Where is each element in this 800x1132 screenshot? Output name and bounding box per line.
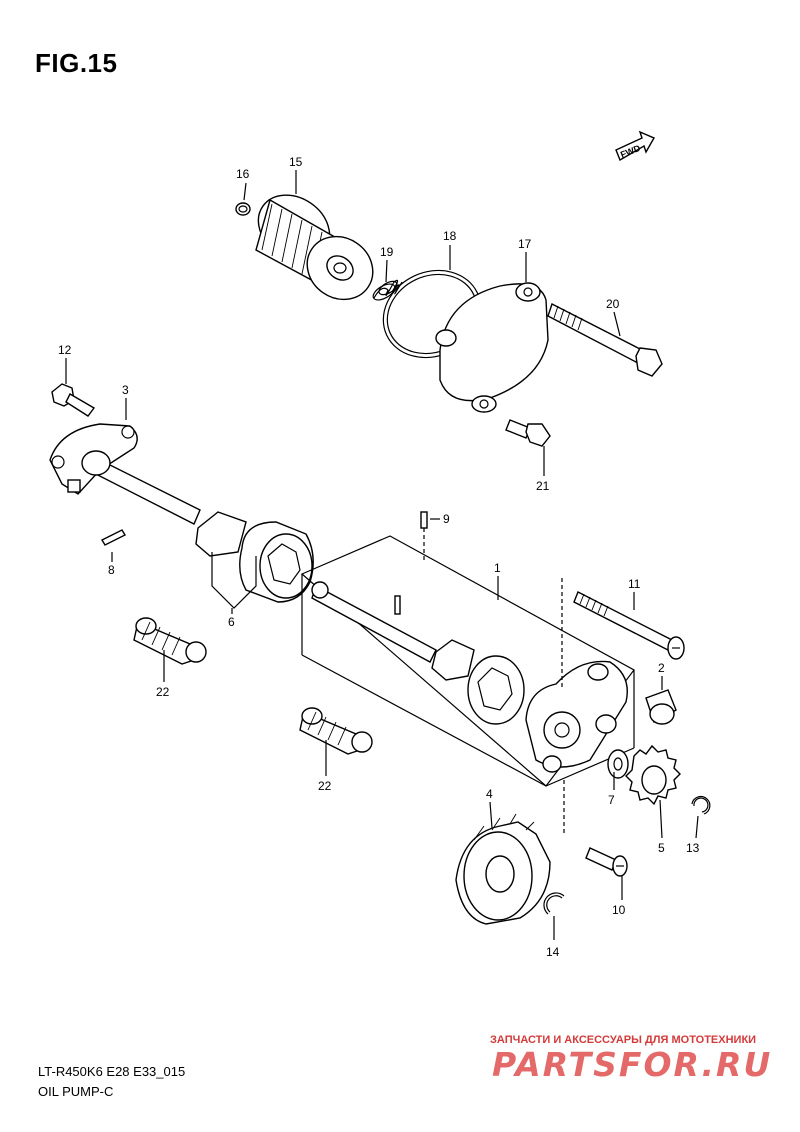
callout-17: 17 <box>518 237 532 251</box>
part-22-dowel-pin-a <box>133 617 207 665</box>
section-name: OIL PUMP-C <box>38 1084 114 1099</box>
part-19-spring <box>372 279 403 301</box>
leader-lines <box>65 170 699 940</box>
callout-1: 1 <box>494 561 501 575</box>
part-5-gear <box>625 744 681 806</box>
part-3-pump-shaft <box>49 423 201 525</box>
part-2-collar <box>645 689 677 725</box>
figure-title: FIG.15 <box>35 48 118 78</box>
watermark-caption: ЗАПЧАСТИ И АКСЕССУАРЫ ДЛЯ МОТОТЕХНИКИ <box>490 1034 757 1046</box>
callout-13: 13 <box>686 841 700 855</box>
part-4-driven-gear <box>455 813 551 925</box>
part-9-pin <box>394 511 428 615</box>
callout-8: 8 <box>108 563 115 577</box>
part-6-rotor-set <box>195 511 314 603</box>
part-14-circlip <box>543 892 565 915</box>
part-12-bolt <box>51 383 96 417</box>
callout-7: 7 <box>608 793 615 807</box>
callout-3: 3 <box>122 383 129 397</box>
callout-11: 11 <box>628 577 641 591</box>
part-16-o-ring <box>235 202 251 216</box>
callout-10: 10 <box>612 903 626 917</box>
callout-14: 14 <box>546 945 560 959</box>
part-21-bolt <box>505 419 551 447</box>
callout-21: 21 <box>536 479 550 493</box>
callout-2: 2 <box>658 661 665 675</box>
part-7-washer <box>607 749 629 779</box>
callout-22-b: 22 <box>318 779 332 793</box>
callout-20: 20 <box>606 297 620 311</box>
callout-16: 16 <box>236 167 250 181</box>
callout-15: 15 <box>289 155 303 169</box>
fwd-arrow-icon: FWD <box>615 130 655 162</box>
watermark-logo: PARTSFOR.RU <box>492 1045 773 1084</box>
model-code: LT-R450K6 E28 E33_015 <box>38 1064 186 1079</box>
part-1-oil-pump-assembly <box>300 535 635 787</box>
callout-6: 6 <box>228 615 235 629</box>
callout-4: 4 <box>486 787 493 801</box>
callout-9: 9 <box>443 512 450 526</box>
part-13-circlip <box>691 796 711 815</box>
part-8-pin <box>101 529 126 546</box>
fwd-label: FWD <box>619 143 642 160</box>
callout-18: 18 <box>443 229 457 243</box>
part-15-oil-filter <box>255 194 374 301</box>
part-17-filter-cap <box>435 282 549 413</box>
part-10-screw <box>585 847 628 877</box>
part-20-bolt <box>547 303 663 377</box>
callout-5: 5 <box>658 841 665 855</box>
callout-19: 19 <box>380 245 394 259</box>
part-22-dowel-pin-b <box>299 707 373 755</box>
callout-12: 12 <box>58 343 72 357</box>
callout-labels: 16 15 19 18 17 20 12 3 9 21 8 1 11 6 2 2… <box>58 155 700 959</box>
part-11-screw <box>573 591 685 660</box>
callout-22-a: 22 <box>156 685 170 699</box>
